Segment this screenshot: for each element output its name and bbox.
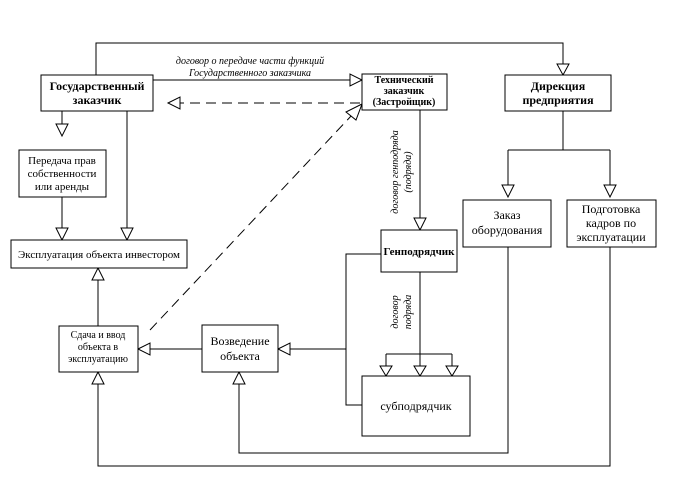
- label-partial-transfer-line-1: договор о передаче части функций: [176, 56, 324, 67]
- node-commissioning: Сдача и ввод объекта в эксплуатацию: [58, 325, 139, 373]
- arrow-into-operation-left: [55, 227, 69, 242]
- edge-training-to-commissioning: [97, 247, 611, 467]
- node-rights-transfer: Передача прав собственности или аренды: [18, 149, 107, 198]
- node-construction-line-2: объекта: [220, 349, 260, 363]
- arrow-into-sub-2: [413, 365, 427, 377]
- arrow-into-training: [603, 184, 617, 199]
- node-general-contractor: Генподрядчик: [380, 229, 458, 273]
- arrow-into-construction-bottom: [232, 370, 246, 385]
- dashed-connectors: [149, 102, 360, 331]
- node-commissioning-line-1: Сдача и ввод: [71, 330, 126, 341]
- edge-general-to-sub: [385, 272, 453, 366]
- node-subcontractor: субподрядчик: [361, 375, 471, 437]
- arrowheads: [55, 63, 617, 385]
- arrow-into-general: [413, 217, 427, 232]
- arrow-into-operation-bottom: [91, 266, 105, 281]
- label-sub-contract-line-1: договор: [390, 295, 401, 328]
- node-equipment-order: Заказ оборудования: [462, 199, 552, 248]
- node-tech-customer-line-2: заказчик: [384, 86, 425, 97]
- node-general-contractor-line-1: Генподрядчик: [384, 246, 456, 258]
- arrow-into-sub-1: [379, 365, 393, 377]
- arrow-into-tech: [349, 73, 364, 87]
- arrow-into-equipment: [501, 184, 515, 199]
- node-state-customer: Государственный заказчик: [40, 74, 154, 112]
- edge-state-to-directorate: [95, 42, 564, 75]
- node-directorate-line-2: предприятия: [522, 93, 594, 107]
- node-subcontractor-line-1: субподрядчик: [380, 399, 451, 413]
- node-rights-transfer-line-1: Передача прав: [28, 155, 96, 167]
- node-construction-line-1: Возведение: [210, 334, 269, 348]
- node-equipment-order-line-1: Заказ: [493, 208, 520, 222]
- arrow-into-sub-3: [445, 365, 459, 377]
- label-partial-transfer-line-2: Государственного заказчика: [188, 68, 311, 79]
- node-tech-customer-line-1: Технический: [375, 75, 434, 86]
- arrow-into-commissioning-left: [136, 342, 151, 356]
- node-equipment-order-line-2: оборудования: [472, 223, 543, 237]
- edge-labels: договор о передаче части функций Государ…: [176, 56, 414, 329]
- node-directorate: Дирекция предприятия: [504, 74, 612, 112]
- node-state-customer-line-2: заказчик: [73, 93, 122, 107]
- node-construction: Возведение объекта: [201, 324, 279, 373]
- node-staff-training-line-3: эксплуатации: [576, 230, 646, 244]
- arrow-into-state: [166, 96, 181, 110]
- edge-directorate-fork: [507, 111, 611, 185]
- arrow-into-construction-left: [276, 342, 291, 356]
- node-staff-training: Подготовка кадров по эксплуатации: [566, 199, 657, 248]
- node-rights-transfer-line-3: или аренды: [35, 181, 90, 193]
- connectors: [61, 42, 611, 467]
- node-operation-line-1: Эксплуатация объекта инвестором: [18, 249, 180, 261]
- node-directorate-line-1: Дирекция: [531, 79, 586, 93]
- arrow-into-directorate: [556, 63, 570, 77]
- label-sub-contract-line-2: подряда: [403, 295, 414, 330]
- edge-bracket: [345, 253, 381, 406]
- arrow-into-rights: [55, 123, 69, 138]
- arrow-into-operation-right: [120, 227, 134, 242]
- node-commissioning-line-3: эксплуатацию: [68, 354, 128, 365]
- arrow-into-tech-dashed: [345, 102, 363, 121]
- node-tech-customer-line-3: (Застройщик): [373, 97, 436, 108]
- node-operation-by-investor: Эксплуатация объекта инвестором: [10, 239, 188, 269]
- arrow-into-commissioning-bottom: [91, 370, 105, 385]
- node-state-customer-line-1: Государственный: [50, 79, 145, 93]
- node-rights-transfer-line-2: собственности: [28, 168, 97, 180]
- label-general-contract-line-2: (подряда): [403, 151, 414, 193]
- edge-commissioning-to-tech-dashed: [149, 114, 353, 331]
- edge-equipment-to-construction: [238, 247, 509, 454]
- node-tech-customer: Технический заказчик (Застройщик): [361, 73, 448, 111]
- label-general-contract-line-1: договор генподряда: [390, 130, 401, 213]
- node-commissioning-line-2: объекта в: [78, 342, 119, 353]
- node-staff-training-line-1: Подготовка: [582, 202, 641, 216]
- node-staff-training-line-2: кадров по: [586, 216, 636, 230]
